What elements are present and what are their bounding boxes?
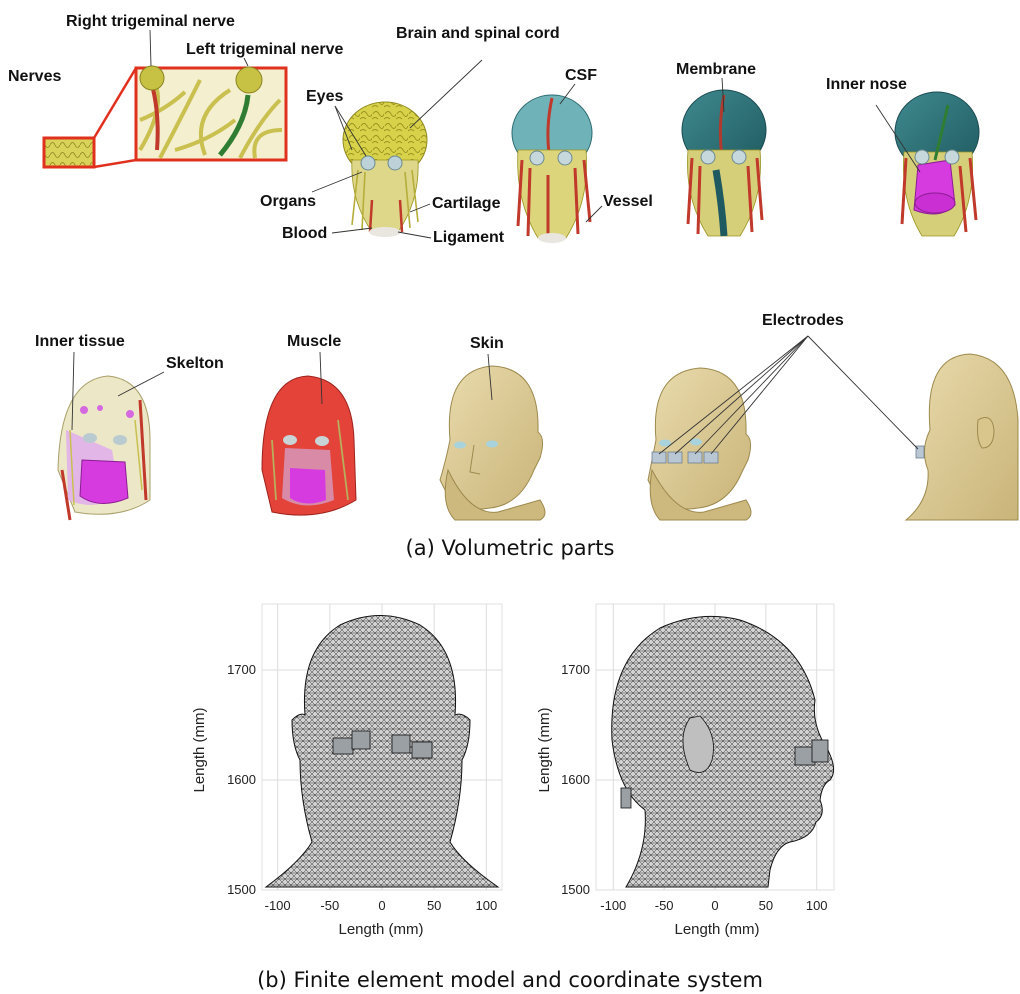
head-inner-tissue bbox=[58, 376, 150, 520]
xtick-label-side: -100 bbox=[600, 898, 626, 913]
ytick-label-side: 1500 bbox=[561, 882, 590, 897]
ylabel-front: Length (mm) bbox=[191, 707, 208, 792]
label-inner-nose: Inner nose bbox=[826, 76, 907, 93]
label-eyes: Eyes bbox=[306, 88, 343, 105]
head-electrodes-side bbox=[906, 354, 1018, 520]
label-right-trigeminal-nerve: Right trigeminal nerve bbox=[66, 13, 235, 30]
ytick-label-front: 1500 bbox=[227, 882, 256, 897]
label-left-trigeminal-nerve: Left trigeminal nerve bbox=[186, 41, 343, 58]
label-nerves: Nerves bbox=[8, 68, 61, 85]
leader-left-trigeminal bbox=[244, 58, 248, 66]
xtick-label-side: 0 bbox=[711, 898, 718, 913]
ytick-label-front: 1600 bbox=[227, 772, 256, 787]
label-ligament: Ligament bbox=[433, 229, 505, 246]
label-organs: Organs bbox=[260, 193, 316, 210]
leader-brain bbox=[410, 60, 482, 128]
ytick-label-side: 1600 bbox=[561, 772, 590, 787]
head-inner-nose bbox=[895, 92, 979, 236]
label-muscle: Muscle bbox=[287, 333, 341, 350]
xtick-label-front: -50 bbox=[320, 898, 339, 913]
xtick-label-front: 50 bbox=[427, 898, 441, 913]
ytick-label-side: 1700 bbox=[561, 662, 590, 677]
label-inner-tissue: Inner tissue bbox=[35, 333, 125, 350]
label-skelton: Skelton bbox=[166, 355, 224, 372]
leader-right-trigeminal bbox=[150, 30, 151, 66]
xtick-label-front: 0 bbox=[378, 898, 385, 913]
label-cartilage: Cartilage bbox=[432, 195, 501, 212]
ytick-label-front: 1700 bbox=[227, 662, 256, 677]
head-skin bbox=[440, 366, 545, 520]
xtick-label-front: -100 bbox=[265, 898, 291, 913]
head-csf bbox=[512, 95, 592, 243]
xlabel-front: Length (mm) bbox=[338, 921, 423, 938]
xtick-label-side: 100 bbox=[806, 898, 828, 913]
head-electrodes-front bbox=[648, 368, 751, 520]
nerves-inset bbox=[44, 66, 286, 167]
plot-side-view: -100 -50 0 50 100 1500 1600 1700 Length (mm) Le… bbox=[536, 604, 834, 938]
caption-b: (b) Finite element model and coordinate … bbox=[257, 968, 763, 992]
label-skin: Skin bbox=[470, 335, 504, 352]
xtick-label-side: 50 bbox=[759, 898, 773, 913]
label-blood: Blood bbox=[282, 225, 327, 242]
mesh-electrode-back bbox=[621, 788, 631, 808]
caption-a: (a) Volumetric parts bbox=[406, 536, 615, 560]
xtick-label-side: -50 bbox=[655, 898, 674, 913]
xtick-label-front: 100 bbox=[475, 898, 497, 913]
head-brain-nerves bbox=[343, 102, 427, 237]
plot-front-view: -100 -50 0 50 100 1500 1600 1700 Length (mm) Le… bbox=[191, 604, 502, 938]
label-membrane: Membrane bbox=[676, 61, 756, 78]
ylabel-side: Length (mm) bbox=[536, 707, 553, 792]
label-electrodes: Electrodes bbox=[762, 312, 844, 329]
xlabel-side: Length (mm) bbox=[674, 921, 759, 938]
label-csf: CSF bbox=[565, 67, 597, 84]
label-vessel: Vessel bbox=[603, 193, 653, 210]
head-muscle bbox=[262, 376, 356, 515]
label-brain-spinal-cord: Brain and spinal cord bbox=[396, 25, 560, 42]
